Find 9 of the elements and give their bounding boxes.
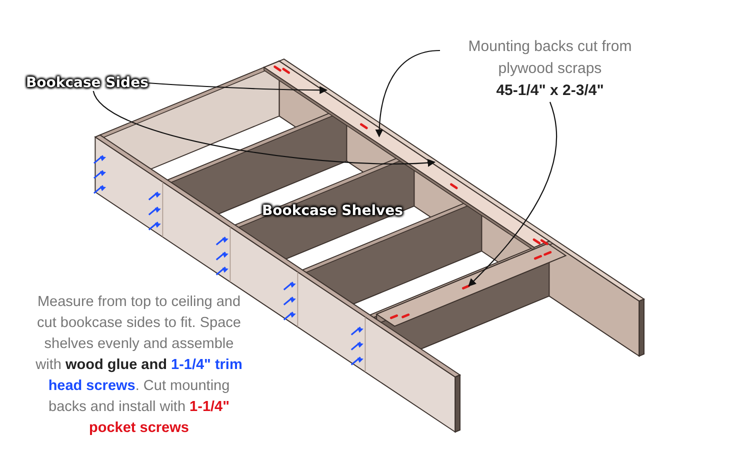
leader-line	[92, 90, 436, 167]
leader-line	[375, 50, 440, 138]
callout-label: Bookcase Sides	[26, 75, 148, 91]
instruction-text: Measure from top to ceiling and cut bookcase sides to fit. Space shelves evenly and assemble with wood glue and 1-1/4" trim head screws. Cut mounting backs and install with 1-1/4" pocket screws	[34, 293, 244, 438]
mounting-strip	[262, 60, 550, 252]
dimension-text: 45-1/4" x 2-3/4"	[495, 81, 605, 101]
mounting-strip	[376, 242, 567, 327]
callout-text: Mounting backs cut from plywood scraps	[467, 37, 633, 79]
leader-line	[468, 102, 557, 287]
